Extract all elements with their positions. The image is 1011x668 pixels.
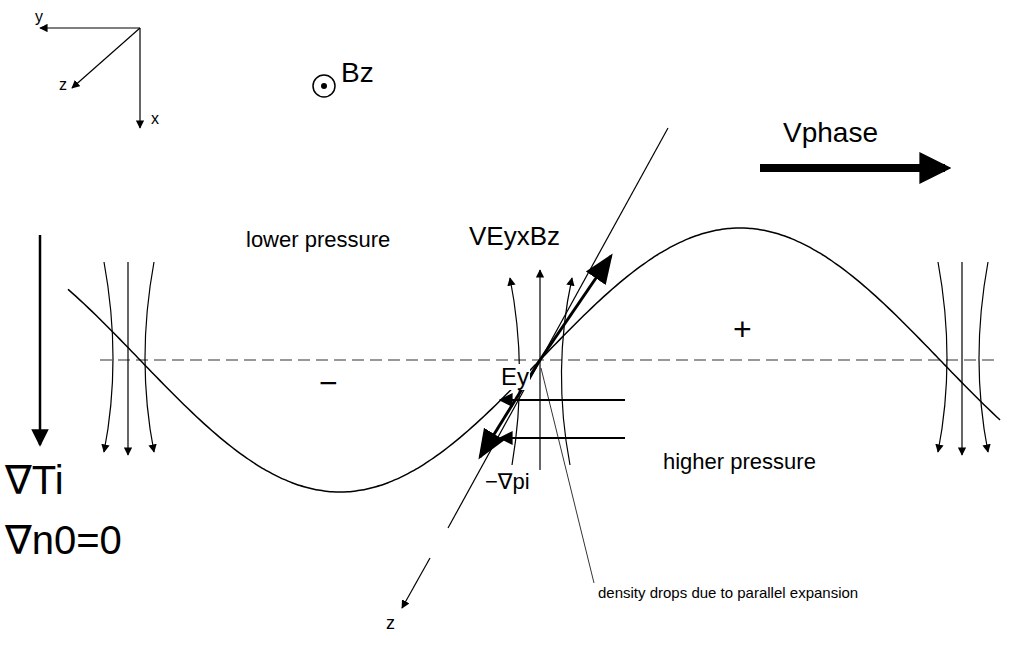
gradient-label: ∇n0=0	[4, 518, 123, 562]
exb-arrow	[540, 256, 611, 360]
perturbation-wave	[68, 228, 1000, 492]
sign-label: −	[318, 366, 339, 401]
velocity-label: VEyxBz	[468, 222, 561, 251]
axes	[40, 28, 140, 128]
field-out-symbol	[313, 75, 335, 97]
sign-label: +	[732, 312, 753, 347]
region-label: higher pressure	[662, 450, 817, 474]
axis-label: y	[34, 8, 44, 26]
gradient-label: −∇pi	[484, 470, 531, 494]
axis-label: z	[385, 614, 396, 634]
gradient-arrow	[39, 235, 42, 445]
axis-label: z	[58, 76, 68, 94]
flow-lines-right	[938, 262, 988, 455]
region-label: lower pressure	[245, 228, 391, 252]
phase-arrow	[760, 164, 945, 172]
flow-lines-left	[104, 262, 154, 455]
velocity-label: Vphase	[782, 118, 879, 149]
axis-label: x	[150, 110, 160, 128]
field-label: Bz	[340, 58, 375, 89]
equilibrium-line	[100, 359, 1000, 361]
pressure-gradient-arrow	[480, 360, 540, 457]
field-label: Ey	[500, 364, 530, 390]
tilted-line	[402, 128, 668, 608]
note-label: density drops due to parallel expansion	[597, 585, 859, 602]
leader-line	[541, 368, 594, 583]
gradient-label: ∇Ti	[4, 458, 65, 502]
